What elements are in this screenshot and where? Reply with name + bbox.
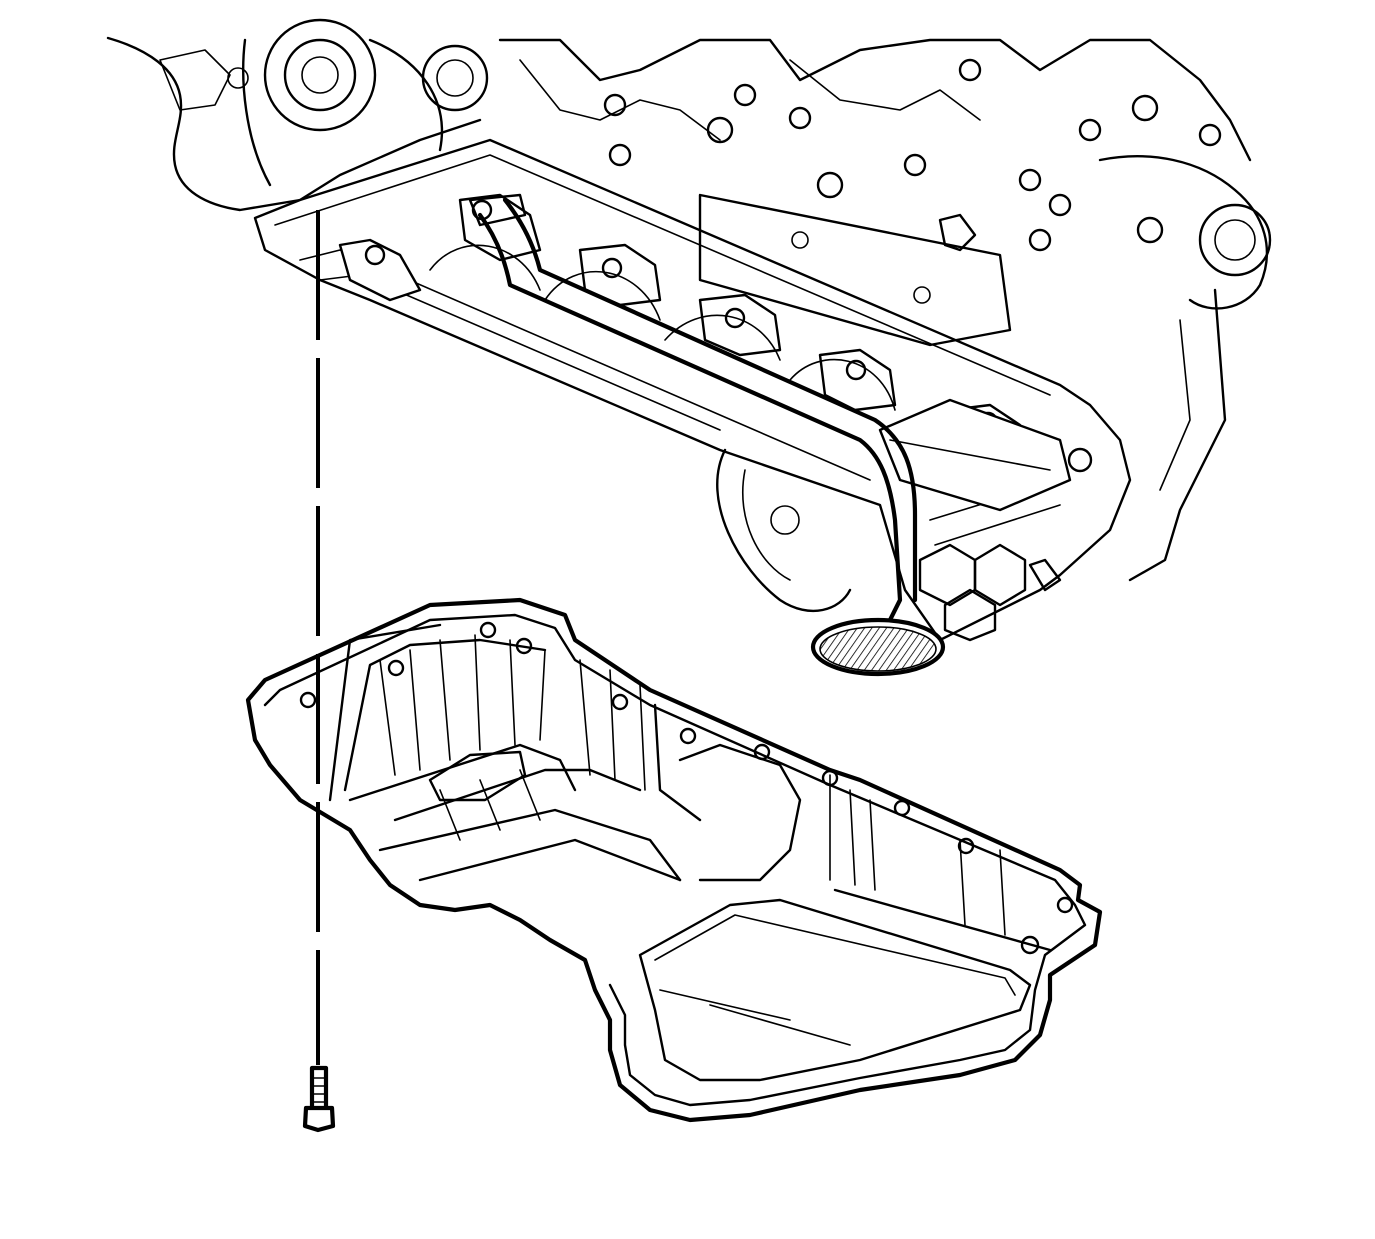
oil-pickup-screen (810, 617, 946, 677)
oil-pan (245, 597, 1103, 1123)
engine-block (106, 18, 1272, 642)
oil-pickup-tube (468, 193, 918, 643)
oil-pan-bolt (302, 1065, 336, 1133)
